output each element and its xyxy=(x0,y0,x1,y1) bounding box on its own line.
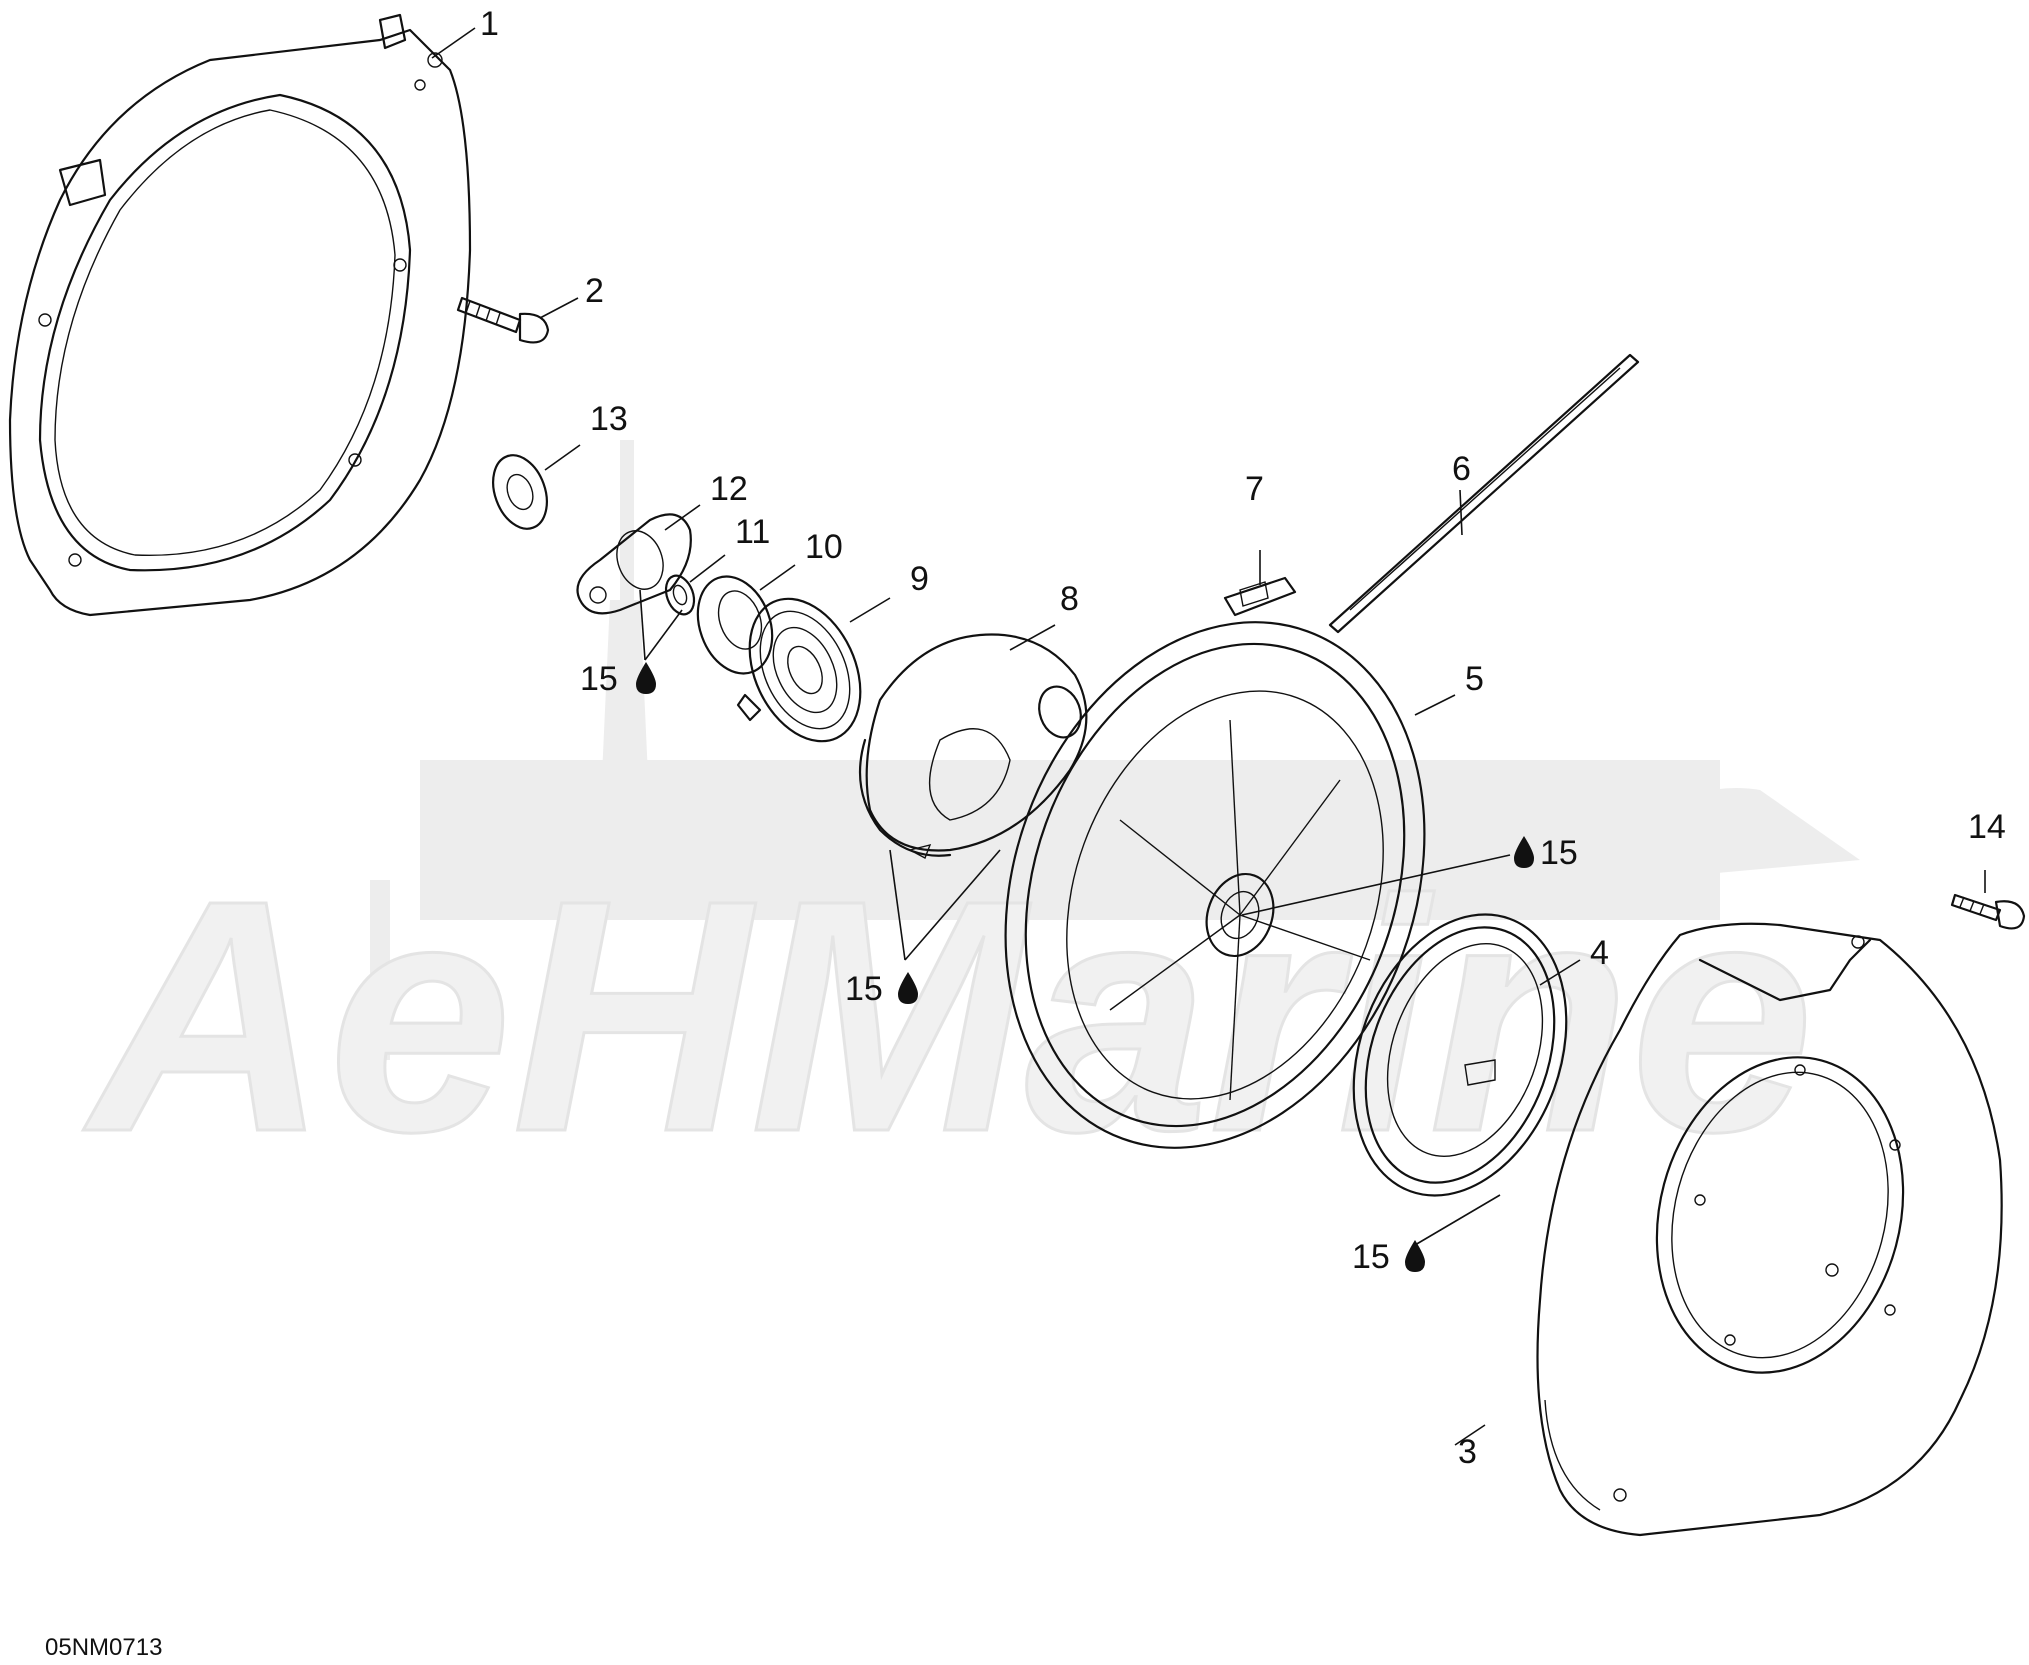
callout-2: 2 xyxy=(585,272,604,310)
watermark: AeHMarine xyxy=(78,440,1860,1202)
callout-10: 10 xyxy=(805,528,843,566)
callout-5: 5 xyxy=(1465,660,1484,698)
part-3-starter-housing xyxy=(1536,922,2003,1537)
callout-14: 14 xyxy=(1968,808,2006,846)
oil-drop-icon xyxy=(1405,1240,1425,1272)
part-2-screw xyxy=(456,296,550,344)
lubricant-callout-15c: 15 xyxy=(845,970,883,1008)
part-13-lock-washer xyxy=(492,454,548,530)
callout-3: 3 xyxy=(1458,1433,1477,1471)
lubricant-callout-15d: 15 xyxy=(1352,1238,1390,1276)
callout-12: 12 xyxy=(710,470,748,508)
part-6-rope xyxy=(1328,353,1640,634)
callout-4: 4 xyxy=(1590,934,1609,972)
callout-7: 7 xyxy=(1245,470,1264,508)
leader-lines xyxy=(431,27,1986,1446)
oil-drop-icon xyxy=(636,662,656,694)
oil-drop-icon xyxy=(898,972,918,1004)
lubricant-callout-15a: 15 xyxy=(580,660,618,698)
part-7-key xyxy=(1223,576,1297,617)
callout-labels: 1 2 3 4 5 6 7 8 9 10 11 12 13 14 xyxy=(480,5,2006,1471)
callout-6: 6 xyxy=(1452,450,1471,488)
part-4-recoil-spring xyxy=(1352,913,1568,1197)
part-5-pulley xyxy=(1004,621,1426,1149)
callout-8: 8 xyxy=(1060,580,1079,618)
lubricant-callout-15b: 15 xyxy=(1540,834,1578,872)
callout-1: 1 xyxy=(480,5,499,43)
callout-11: 11 xyxy=(735,513,770,551)
callout-13: 13 xyxy=(590,400,628,438)
part-12-retainer-plate xyxy=(576,513,692,615)
lubricant-callouts: 15 15 15 15 xyxy=(580,660,1578,1276)
oil-drop-icon xyxy=(1514,836,1534,868)
part-9-spring xyxy=(736,597,862,743)
diagram-code: 05NM0713 xyxy=(45,1634,162,1661)
callout-9: 9 xyxy=(910,560,929,598)
part-11-washer xyxy=(664,574,696,616)
part-1-back-plate xyxy=(8,13,472,617)
watermark-text: AeHMarine xyxy=(80,831,1814,1200)
part-14-bolt xyxy=(1950,893,2026,930)
